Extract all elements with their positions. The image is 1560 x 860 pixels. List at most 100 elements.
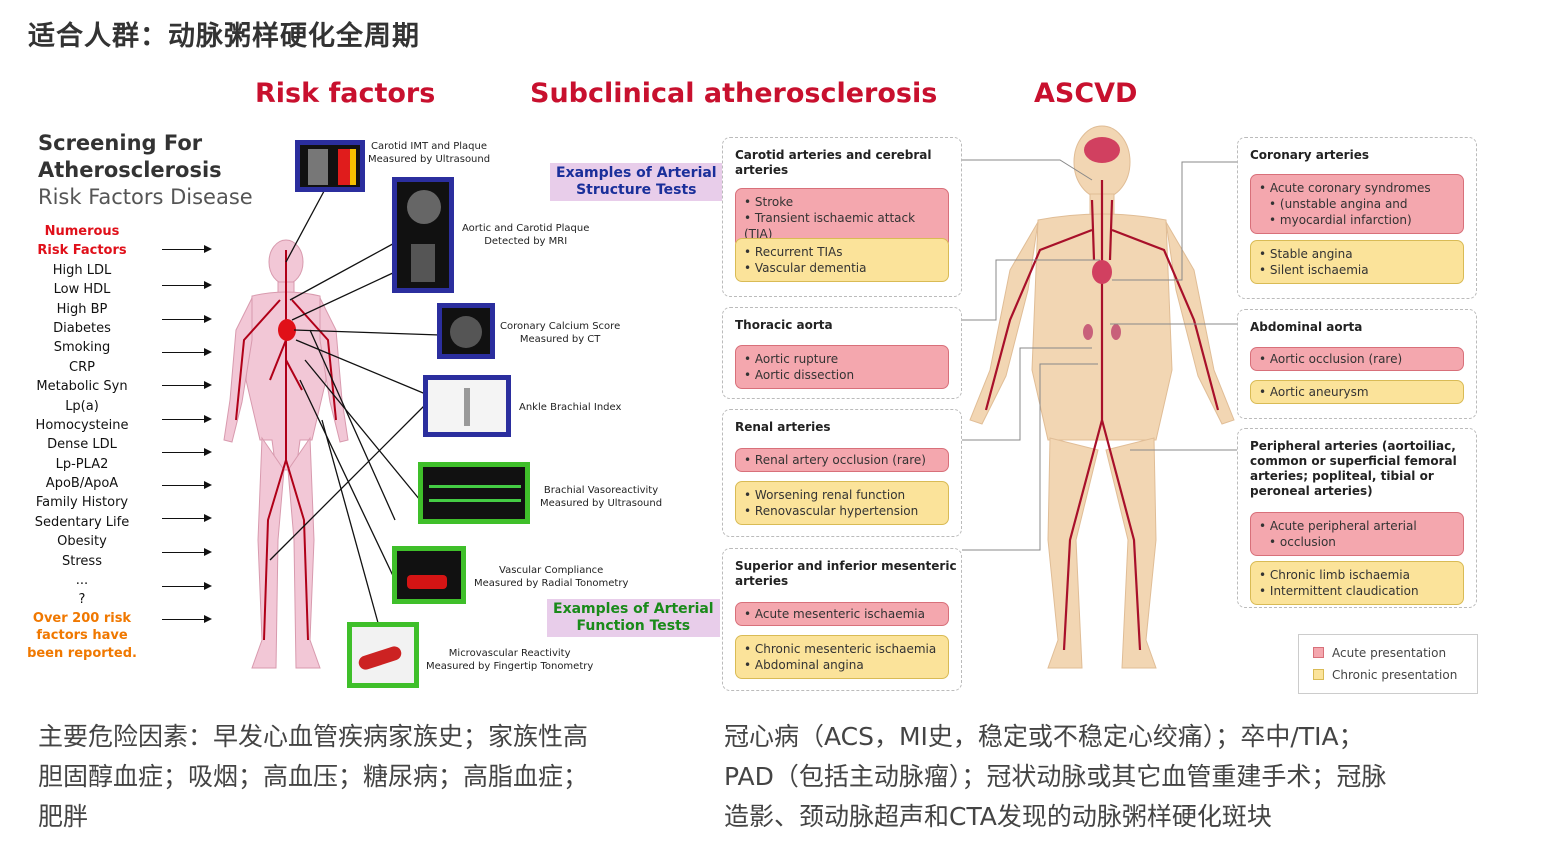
bottom-right-text: 冠心病（ACS，MI史，稳定或不稳定心绞痛）；卒中/TIA； PAD（包括主动脉… bbox=[724, 717, 1386, 837]
chronic-item: Renovascular hypertension bbox=[744, 503, 940, 519]
bottom-left-line: 肥胖 bbox=[38, 802, 89, 831]
test-label-line: Ankle Brachial Index bbox=[519, 402, 622, 413]
acute-item: Transient ischaemic attack (TIA) bbox=[744, 210, 940, 242]
page-title: 适合人群：动脉粥样硬化全周期 bbox=[28, 21, 420, 52]
arrow-icon bbox=[162, 615, 212, 623]
header-risk-factors: Risk factors bbox=[255, 78, 436, 109]
acute-item-cont: myocardial infarction) bbox=[1259, 212, 1455, 228]
acute-item: Renal artery occlusion (rare) bbox=[744, 452, 940, 468]
arrow-icon bbox=[162, 315, 212, 323]
chronic-box: Chronic limb ischaemia Intermittent clau… bbox=[1250, 561, 1464, 605]
arrow-icon bbox=[162, 548, 212, 556]
panel-title: Peripheral arteries (aortoiliac, common … bbox=[1250, 439, 1457, 499]
risk-item: Family History bbox=[35, 495, 129, 511]
test-label-brachial: Brachial Vasoreactivity Measured by Ultr… bbox=[540, 484, 662, 510]
test-label-abi: Ankle Brachial Index bbox=[519, 401, 621, 414]
brachial-ultrasound-image bbox=[418, 462, 530, 524]
test-label-compliance: Vascular Compliance Measured by Radial T… bbox=[474, 564, 628, 590]
chronic-item: Abdominal angina bbox=[744, 657, 940, 673]
test-label-line: Measured by Fingertip Tonometry bbox=[426, 661, 594, 672]
panel-title: Carotid arteries and cerebral arteries bbox=[735, 148, 932, 178]
panel-coronary: Coronary arteries Acute coronary syndrom… bbox=[1237, 137, 1477, 299]
panel-title-line: common or superficial femoral bbox=[1250, 454, 1457, 468]
chronic-box: Worsening renal function Renovascular hy… bbox=[735, 481, 949, 525]
panel-renal: Renal arteries Renal artery occlusion (r… bbox=[722, 409, 962, 537]
chronic-box: Recurrent TIAs Vascular dementia bbox=[735, 238, 949, 282]
bottom-right-line: PAD（包括主动脉瘤）；冠状动脉或其它血管重建手术；冠脉 bbox=[724, 762, 1387, 791]
acute-item-cont: occlusion bbox=[1259, 534, 1455, 550]
acute-item: Stroke bbox=[744, 194, 940, 210]
test-label-line: Aortic and Carotid Plaque bbox=[462, 223, 590, 234]
risk-footer-1: Over 200 risk bbox=[32, 610, 132, 626]
risk-item: Metabolic Syn bbox=[36, 379, 128, 395]
acute-box: Acute peripheral arterial occlusion bbox=[1250, 512, 1464, 556]
risk-item: Smoking bbox=[53, 340, 111, 356]
structure-tests-label: Examples of Arterial Structure Tests bbox=[550, 163, 723, 201]
structure-tests-line: Structure Tests bbox=[576, 182, 697, 198]
chronic-item: Aortic aneurysm bbox=[1259, 384, 1455, 400]
risk-factor-list: Numerous Risk Factors High LDL Low HDL H… bbox=[22, 222, 142, 662]
arrow-icon bbox=[162, 281, 212, 289]
acute-item: Acute mesenteric ischaemia bbox=[744, 606, 940, 622]
acute-item: Aortic occlusion (rare) bbox=[1259, 351, 1455, 367]
risk-header-1: Numerous bbox=[44, 224, 120, 239]
panel-title-line: Peripheral arteries (aortoiliac, bbox=[1250, 439, 1456, 453]
arrow-icon bbox=[162, 448, 212, 456]
legend-acute-label: Acute presentation bbox=[1332, 646, 1447, 660]
test-label-line: Vascular Compliance bbox=[499, 565, 604, 576]
acute-item-cont: (unstable angina and bbox=[1259, 196, 1455, 212]
acute-box: Aortic rupture Aortic dissection bbox=[735, 345, 949, 389]
acute-box: Renal artery occlusion (rare) bbox=[735, 448, 949, 472]
kidney-icon bbox=[1111, 324, 1121, 340]
risk-footer-3: been reported. bbox=[27, 645, 137, 661]
panel-title-line: arteries bbox=[735, 574, 789, 588]
chronic-item: Worsening renal function bbox=[744, 487, 940, 503]
panel-mesenteric: Superior and inferior mesenteric arterie… bbox=[722, 548, 962, 691]
risk-item: Low HDL bbox=[53, 282, 111, 298]
test-label-ct: Coronary Calcium Score Measured by CT bbox=[500, 320, 620, 346]
legend: Acute presentation Chronic presentation bbox=[1298, 634, 1478, 694]
test-label-line: Measured by Radial Tonometry bbox=[474, 578, 629, 589]
kidney-icon bbox=[1083, 324, 1093, 340]
chronic-item: Silent ischaemia bbox=[1259, 262, 1455, 278]
test-label-line: Coronary Calcium Score bbox=[500, 321, 621, 332]
header-subclinical: Subclinical atherosclerosis bbox=[530, 78, 938, 109]
function-tests-line: Function Tests bbox=[576, 618, 691, 634]
arrow-icon bbox=[162, 582, 212, 590]
ascvd-body-illustration bbox=[962, 125, 1238, 669]
risk-item: ? bbox=[78, 592, 86, 608]
panel-title-line: arteries bbox=[735, 163, 789, 177]
bottom-right-line: 造影、颈动脉超声和CTA发现的动脉粥样硬化斑块 bbox=[724, 802, 1272, 831]
panel-title-line: Carotid arteries and cerebral bbox=[735, 148, 932, 162]
panel-title-line: Superior and inferior mesenteric bbox=[735, 559, 957, 573]
risk-item: CRP bbox=[69, 359, 95, 375]
risk-item: Sedentary Life bbox=[34, 514, 130, 530]
chronic-swatch-icon bbox=[1313, 669, 1324, 680]
test-label-carotid: Carotid IMT and Plaque Measured by Ultra… bbox=[368, 140, 490, 166]
acute-box: Aortic occlusion (rare) bbox=[1250, 347, 1464, 371]
acute-box: Acute coronary syndromes (unstable angin… bbox=[1250, 174, 1464, 234]
carotid-ultrasound-image bbox=[295, 140, 365, 192]
chronic-item: Chronic limb ischaemia bbox=[1259, 567, 1455, 583]
panel-abdominal: Abdominal aorta Aortic occlusion (rare) … bbox=[1237, 309, 1477, 419]
acute-item: Aortic dissection bbox=[744, 367, 940, 383]
risk-item: Lp-PLA2 bbox=[55, 456, 109, 472]
bottom-left-line: 胆固醇血症；吸烟；高血压；糖尿病；高脂血症； bbox=[38, 762, 589, 791]
acute-item: Acute coronary syndromes bbox=[1259, 180, 1455, 196]
legend-chronic: Chronic presentation bbox=[1313, 668, 1457, 682]
chronic-box: Chronic mesenteric ischaemia Abdominal a… bbox=[735, 635, 949, 679]
risk-item: Homocysteine bbox=[35, 417, 129, 433]
heart-icon bbox=[1092, 260, 1112, 284]
panel-title: Coronary arteries bbox=[1250, 148, 1369, 162]
risk-item: ... bbox=[75, 573, 89, 589]
acute-swatch-icon bbox=[1313, 647, 1324, 658]
risk-item: Lp(a) bbox=[65, 398, 99, 414]
risk-item: Obesity bbox=[57, 534, 107, 550]
test-label-microvascular: Microvascular Reactivity Measured by Fin… bbox=[426, 647, 593, 673]
fingertip-image bbox=[347, 622, 419, 688]
risk-item: Diabetes bbox=[53, 320, 111, 336]
screening-line-3: Risk Factors Disease bbox=[38, 185, 253, 209]
panel-carotid: Carotid arteries and cerebral arteries S… bbox=[722, 137, 962, 297]
screening-line-1: Screening For bbox=[38, 131, 203, 155]
risk-item: High LDL bbox=[52, 262, 112, 278]
